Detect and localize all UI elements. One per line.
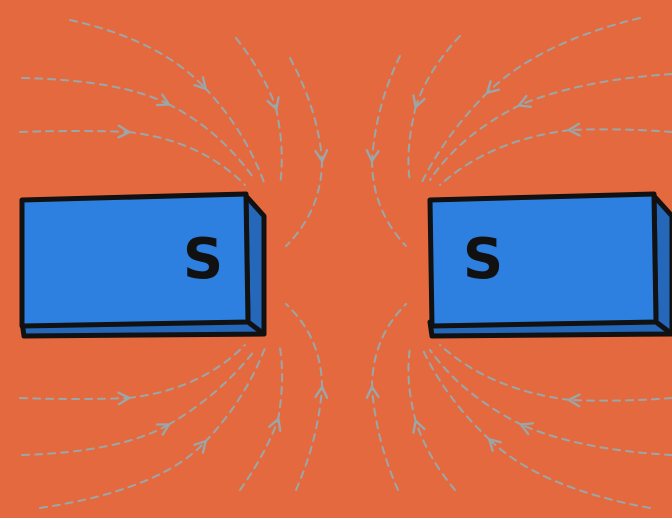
- right-magnet-pole-label: S: [463, 227, 503, 292]
- field-line: [20, 131, 128, 132]
- left-magnet: S: [22, 194, 264, 336]
- right-magnet: S: [430, 194, 672, 336]
- field-line: [20, 398, 128, 399]
- left-magnet-pole-label: S: [183, 227, 223, 292]
